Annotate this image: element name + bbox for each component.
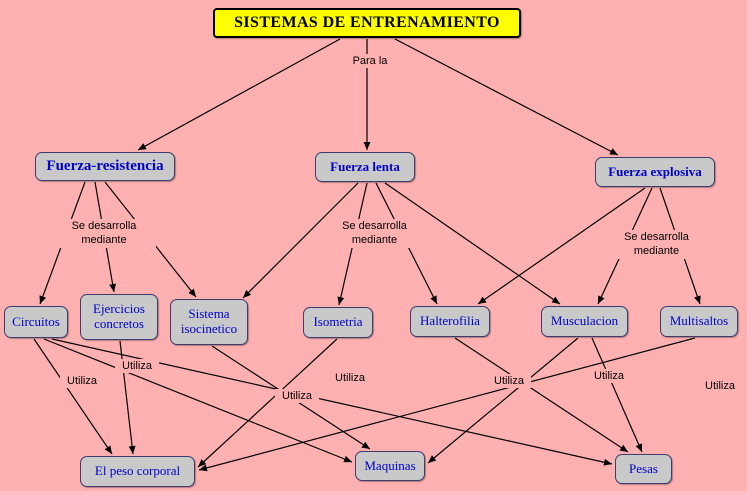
link-label-se-desarrolla-2: Se desarrolla mediante xyxy=(325,219,424,248)
link-label-utiliza-4: Utiliza xyxy=(328,371,372,386)
edge-title-fuerza-resistencia xyxy=(137,38,341,151)
node-maquinas: Maquinas xyxy=(355,451,425,481)
edge-fl-sistema xyxy=(242,182,359,299)
node-peso-corporal: El peso corporal xyxy=(80,456,195,487)
edge-isometria-peso xyxy=(197,338,338,468)
link-label-se-desarrolla-3: Se desarrolla mediante xyxy=(607,230,706,259)
link-label-utiliza-1: Utiliza xyxy=(60,374,104,389)
node-musculacion: Musculacion xyxy=(541,306,628,337)
edge-fl-musculacion xyxy=(384,182,561,305)
node-halterofilia: Halterofilia xyxy=(410,306,490,337)
edge-musculacion-pesas xyxy=(591,337,643,453)
link-label-para-la: Para la xyxy=(340,54,400,69)
link-label-se-desarrolla-1: Se desarrolla mediante xyxy=(52,219,156,248)
node-ejercicios-concretos: Ejercicios concretos xyxy=(80,294,158,340)
node-sistema-isocinetico: Sistema isocinetico xyxy=(170,299,248,345)
node-fuerza-resistencia: Fuerza-resistencia xyxy=(35,152,175,181)
link-label-utiliza-6: Utiliza xyxy=(587,369,631,384)
edge-circuitos-peso xyxy=(33,338,113,455)
link-label-utiliza-7: Utiliza xyxy=(698,379,742,394)
node-fuerza-explosiva: Fuerza explosiva xyxy=(595,157,715,187)
node-pesas: Pesas xyxy=(615,454,672,484)
edge-halterofilia-pesas xyxy=(454,337,629,453)
edge-multisaltos-peso xyxy=(198,337,696,472)
map-title: SISTEMAS DE ENTRENAMIENTO xyxy=(213,8,521,38)
edge-musculacion-maquinas xyxy=(427,337,579,464)
edge-fe-halterofilia xyxy=(477,187,646,305)
node-isometria: Isometria xyxy=(303,307,373,338)
node-multisaltos: Multisaltos xyxy=(660,306,738,337)
edge-circuitos-pesas xyxy=(51,338,613,466)
edge-title-fuerza-explosiva xyxy=(394,38,619,156)
edge-circuitos-maquinas xyxy=(43,338,353,463)
edge-ejercicios-peso xyxy=(119,340,136,455)
link-label-utiliza-2: Utiliza xyxy=(115,359,159,374)
node-fuerza-lenta: Fuerza lenta xyxy=(315,152,415,182)
link-label-utiliza-5: Utiliza xyxy=(487,374,531,389)
link-label-utiliza-3: Utiliza xyxy=(275,389,319,404)
node-circuitos: Circuitos xyxy=(4,306,68,338)
